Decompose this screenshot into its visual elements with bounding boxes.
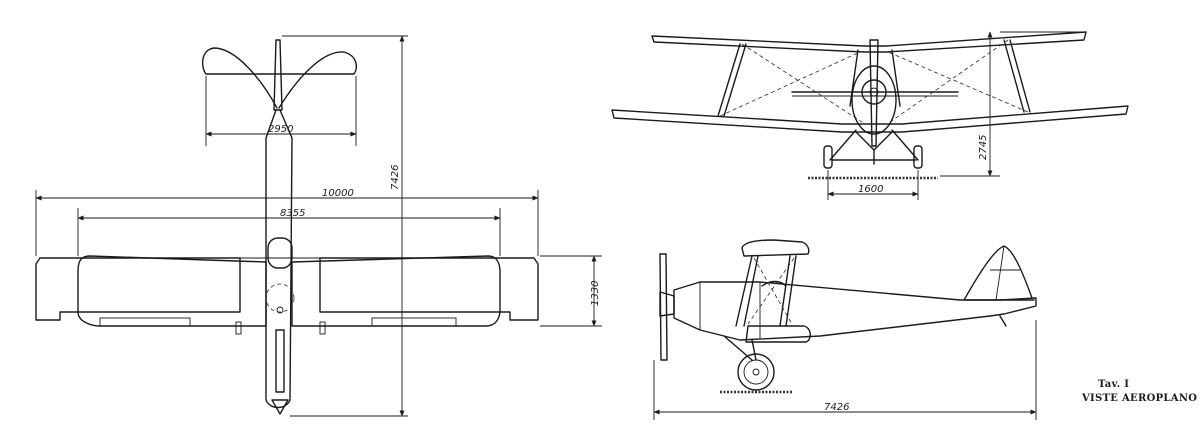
plate-number: Tav. I <box>1098 379 1130 390</box>
side-lower-wing <box>745 325 811 343</box>
side-fuselage <box>673 281 1037 341</box>
plan-front-cockpit <box>265 283 295 313</box>
plan-upper-wing <box>35 257 241 321</box>
dim-track: 1600 <box>858 184 883 195</box>
plan-lower-wing <box>77 255 267 327</box>
dim-length-side: 7426 <box>824 402 849 413</box>
front-fuselage <box>851 65 897 135</box>
dim-length-plan: 7426 <box>390 165 401 190</box>
plan-fin <box>273 39 283 111</box>
plan-cockpit <box>267 237 293 269</box>
front-propeller <box>869 39 879 147</box>
plan-spinner <box>271 399 289 415</box>
plan-view: 2950 10000 8355 1330 7426 <box>35 35 602 417</box>
front-upper-wing <box>651 31 1087 53</box>
plan-tailplane-right <box>278 51 357 109</box>
dim-height: 2745 <box>978 135 989 160</box>
plate-title: VISTE AEROPLANO <box>1082 393 1198 404</box>
side-propeller <box>659 253 668 361</box>
front-lower-wing <box>611 105 1129 133</box>
dim-chord: 1330 <box>590 281 601 306</box>
side-wheel <box>737 353 775 391</box>
dim-upper-span: 10000 <box>322 188 354 199</box>
side-view: 7426 <box>653 239 1037 420</box>
front-view: 2745 1600 <box>611 31 1129 200</box>
plan-fuselage <box>265 109 293 409</box>
dim-lower-span: 8355 <box>280 208 305 219</box>
dim-tailplane-span: 2950 <box>268 124 293 135</box>
front-undercarriage <box>829 129 919 165</box>
side-fin <box>963 245 1033 301</box>
plan-tailplane-left <box>201 47 279 109</box>
side-upper-wing <box>741 239 810 257</box>
